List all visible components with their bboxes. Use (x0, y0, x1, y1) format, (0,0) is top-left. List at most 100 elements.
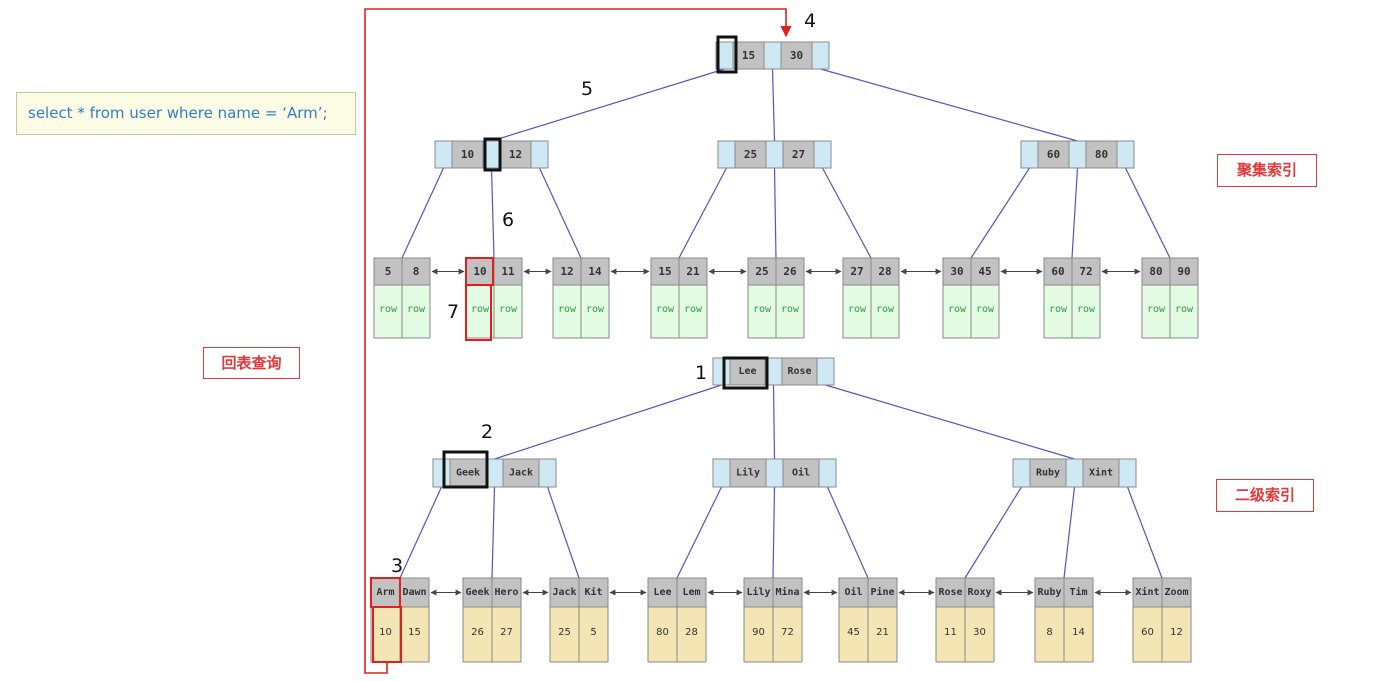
secondary-leaf-4-key-0 (743, 577, 774, 608)
secondary-internal-2-ptr-2 (1118, 458, 1137, 488)
secondary-internal-2-key-0-text: Ruby (1036, 468, 1060, 479)
secondary-edge-2-2 (1126, 486, 1163, 579)
secondary-leaf-2-key-0-text: Jack (552, 587, 576, 598)
secondary-leaf-4-data-0 (743, 606, 774, 663)
secondary-edge-1-0 (676, 486, 723, 579)
secondary-internal-1-ptr-0 (712, 458, 731, 488)
secondary-root-key-0 (729, 357, 766, 386)
step-number-4: 4 (804, 10, 816, 32)
secondary-leaf-7-key-0-text: Ruby (1037, 587, 1061, 598)
clustered-leaf-5-key-1 (870, 257, 900, 286)
secondary-leaf-7-key-1 (1063, 577, 1094, 608)
clustered-leaf-2-key-0-text: 12 (560, 265, 573, 278)
secondary-leaf-0-data-1-text: 15 (408, 627, 421, 638)
clustered-leaf-1-data-1 (493, 284, 523, 339)
secondary-leaf-8-data-1 (1161, 606, 1192, 663)
secondary-leaf-1-key-1 (491, 577, 522, 608)
clustered-edge-1-2 (821, 167, 872, 259)
clustered-leaf-6-key-0 (942, 257, 972, 286)
clustered-edge-1-1 (773, 167, 777, 259)
clustered-leaf-8-key-0-text: 80 (1149, 265, 1162, 278)
secondary-leaf-1-data-1-text: 27 (500, 627, 513, 638)
clustered-leaf-3-data-0 (650, 284, 680, 339)
clustered-leaf-7-data-1-text: row (1077, 304, 1096, 315)
highlight-secondary-internal-key (442, 450, 489, 489)
clustered-internal-2-key-0-text: 60 (1047, 148, 1060, 161)
secondary-root-key-1-text: Rose (787, 366, 811, 377)
clustered-leaf-8-data-1-text: row (1175, 304, 1194, 315)
clustered-internal-1-ptr-2 (813, 140, 832, 169)
secondary-leaf-7-key-0 (1034, 577, 1065, 608)
clustered-leaf-6-key-1 (970, 257, 1000, 286)
clustered-leaf-4-key-0 (747, 257, 777, 286)
clustered-internal-0-key-0-text: 10 (461, 148, 474, 161)
clustered-internal-1-key-1 (782, 140, 815, 169)
clustered-leaf-7-key-1-text: 72 (1079, 265, 1092, 278)
clustered-leaf-3-key-1 (678, 257, 708, 286)
clustered-leaf-1-data-1-text: row (499, 304, 518, 315)
clustered-index-label: 聚集索引 (1217, 154, 1317, 187)
secondary-leaf-5-data-0 (838, 606, 869, 663)
secondary-leaf-3-key-1-text: Lem (682, 587, 700, 598)
secondary-leaf-2-data-0-text: 25 (558, 627, 571, 638)
clustered-leaf-5-data-1-text: row (876, 304, 895, 315)
clustered-internal-2-ptr-2 (1116, 140, 1135, 169)
secondary-edge-0-2 (546, 486, 580, 579)
clustered-edge-2-0 (970, 167, 1031, 259)
clustered-internal-0-key-1 (499, 140, 532, 169)
secondary-leaf-1-key-1-text: Hero (494, 587, 518, 598)
secondary-leaf-8-data-1-text: 12 (1170, 627, 1183, 638)
clustered-leaf-4-key-1 (775, 257, 805, 286)
secondary-leaf-4-data-1 (772, 606, 803, 663)
clustered-edge-2-2 (1124, 167, 1171, 259)
clustered-leaf-7-key-1 (1071, 257, 1101, 286)
secondary-internal-2-key-0 (1029, 458, 1067, 488)
clustered-root-ptr-2 (811, 41, 830, 70)
leaf-links (430, 268, 1141, 596)
secondary-internal-1-key-0-text: Lily (736, 467, 760, 479)
clustered-edge-0-0 (401, 167, 445, 259)
secondary-leaf-1-key-0-text: Geek (465, 587, 489, 598)
secondary-leaf-6-key-0-text: Rose (938, 587, 962, 598)
secondary-leaf-5-key-0-text: Oil (844, 586, 862, 598)
clustered-edge-2-1 (1071, 167, 1079, 259)
secondary-leaf-2-data-1 (578, 606, 609, 663)
secondary-leaf-6-data-0 (935, 606, 966, 663)
secondary-edge-1-2 (826, 486, 869, 579)
clustered-leaf-0-data-1-text: row (407, 304, 426, 315)
clustered-leaf-2-data-1-text: row (586, 304, 605, 315)
secondary-leaf-7-data-1-text: 14 (1072, 627, 1085, 638)
clustered-leaf-8-data-0-text: row (1147, 304, 1166, 315)
secondary-leaf-3-data-0-text: 80 (656, 627, 669, 638)
clustered-leaf-7-data-1 (1071, 284, 1101, 339)
secondary-internal-1-ptr-1 (765, 458, 784, 488)
secondary-leaf-8-key-1-text: Zoom (1164, 587, 1188, 598)
clustered-leaf-2-key-1 (580, 257, 610, 286)
secondary-root-ptr-0 (712, 357, 731, 386)
clustered-leaf-0-key-0 (373, 257, 403, 286)
clustered-leaf-0-data-0-text: row (379, 304, 398, 315)
clustered-leaf-6-key-1-text: 45 (978, 265, 991, 278)
tree-edges (399, 68, 1171, 579)
clustered-leaf-1-key-1-text: 11 (501, 265, 515, 278)
clustered-internal-0-key-1-text: 12 (509, 148, 522, 161)
secondary-leaf-1-data-0-text: 26 (471, 627, 484, 638)
clustered-internal-0-key-0 (451, 140, 484, 169)
clustered-leaf-2-data-1 (580, 284, 610, 339)
clustered-internal-2-ptr-1 (1068, 140, 1087, 169)
back-to-table-arrow (364, 8, 792, 674)
clustered-root-key-1-text: 30 (790, 49, 803, 62)
highlight-clustered-leaf-row (465, 284, 492, 341)
clustered-leaf-0-key-0-text: 5 (385, 265, 392, 278)
step-number-1: 1 (695, 362, 707, 384)
secondary-internal-2-key-1-text: Xint (1089, 467, 1113, 479)
secondary-leaf-4-key-0-text: Lily (746, 586, 770, 598)
secondary-internal-1-key-1-text: Oil (792, 467, 810, 479)
secondary-edge-root-1 (772, 384, 776, 460)
clustered-leaf-3-data-1-text: row (684, 304, 703, 315)
highlight-clustered-internal-pointer (483, 137, 502, 172)
secondary-internal-0-key-0-text: Geek (456, 468, 480, 479)
secondary-internal-0-ptr-0 (432, 458, 451, 488)
clustered-leaf-7-key-0 (1043, 257, 1073, 286)
